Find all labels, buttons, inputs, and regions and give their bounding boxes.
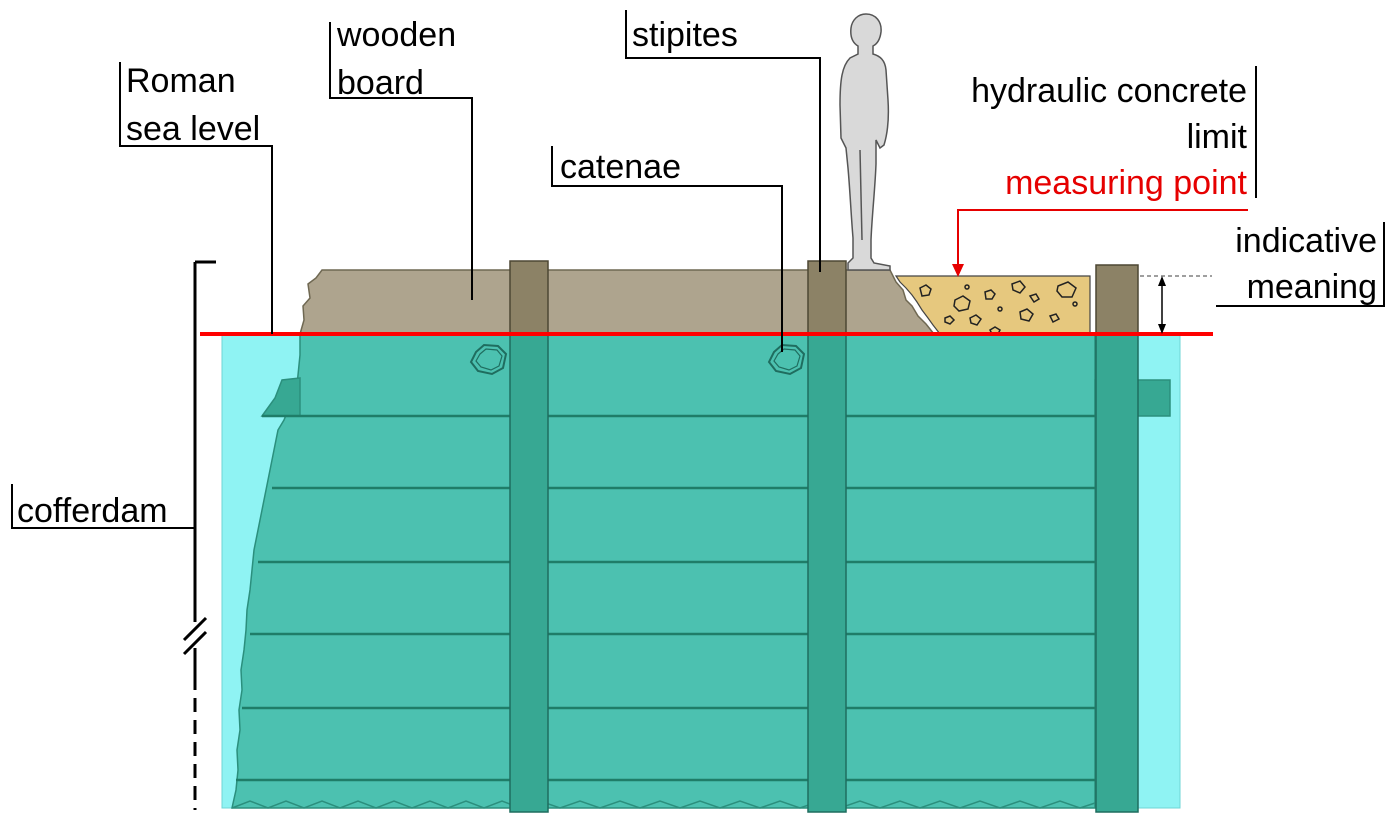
label-catenae: catenae xyxy=(560,148,681,186)
label-hydraulic-concrete-1: hydraulic concrete xyxy=(971,72,1247,110)
label-cofferdam: cofferdam xyxy=(17,492,168,530)
label-stipites: stipites xyxy=(632,16,738,54)
post-left xyxy=(509,260,549,813)
post-right xyxy=(1095,264,1139,813)
label-roman-sea-level-1: Roman xyxy=(126,62,236,100)
plank-lines xyxy=(236,414,1095,782)
statue-icon xyxy=(839,13,891,271)
indicative-meaning-dimension xyxy=(1140,275,1212,334)
wooden-board xyxy=(299,269,936,335)
arrow-down-icon xyxy=(952,209,1248,277)
cofferdam-underwater xyxy=(231,334,1096,809)
label-wooden-board-1: wooden xyxy=(336,16,456,54)
label-roman-sea-level-2: sea level xyxy=(126,110,260,148)
label-hydraulic-concrete-2: limit xyxy=(1187,118,1248,156)
post-middle xyxy=(807,260,847,813)
label-measuring-point: measuring point xyxy=(1005,164,1247,202)
label-indicative-meaning-1: indicative xyxy=(1235,222,1377,260)
catenae-holes xyxy=(469,343,806,376)
leader-lines xyxy=(11,10,1385,529)
label-indicative-meaning-2: meaning xyxy=(1247,268,1377,306)
label-wooden-board-2: board xyxy=(337,64,424,102)
cofferdam-bracket xyxy=(182,260,216,810)
cofferdam-bottom-edge xyxy=(231,800,1096,809)
